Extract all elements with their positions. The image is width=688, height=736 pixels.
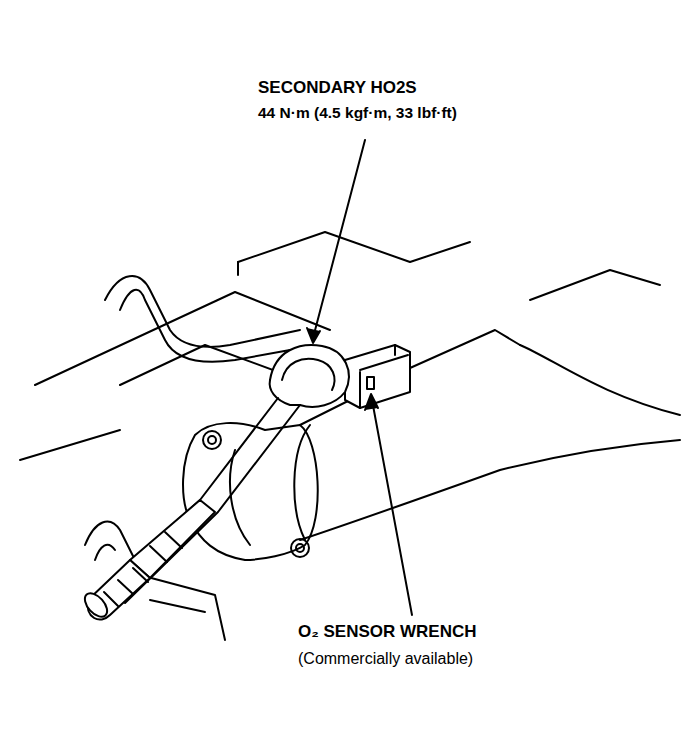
tool-name: O₂ SENSOR WRENCH (298, 622, 477, 642)
tool-note: (Commercially available) (298, 650, 473, 668)
part-name: SECONDARY HO2S (258, 78, 417, 98)
torque-spec: 44 N·m (4.5 kgf·m, 33 lbf·ft) (258, 104, 457, 122)
